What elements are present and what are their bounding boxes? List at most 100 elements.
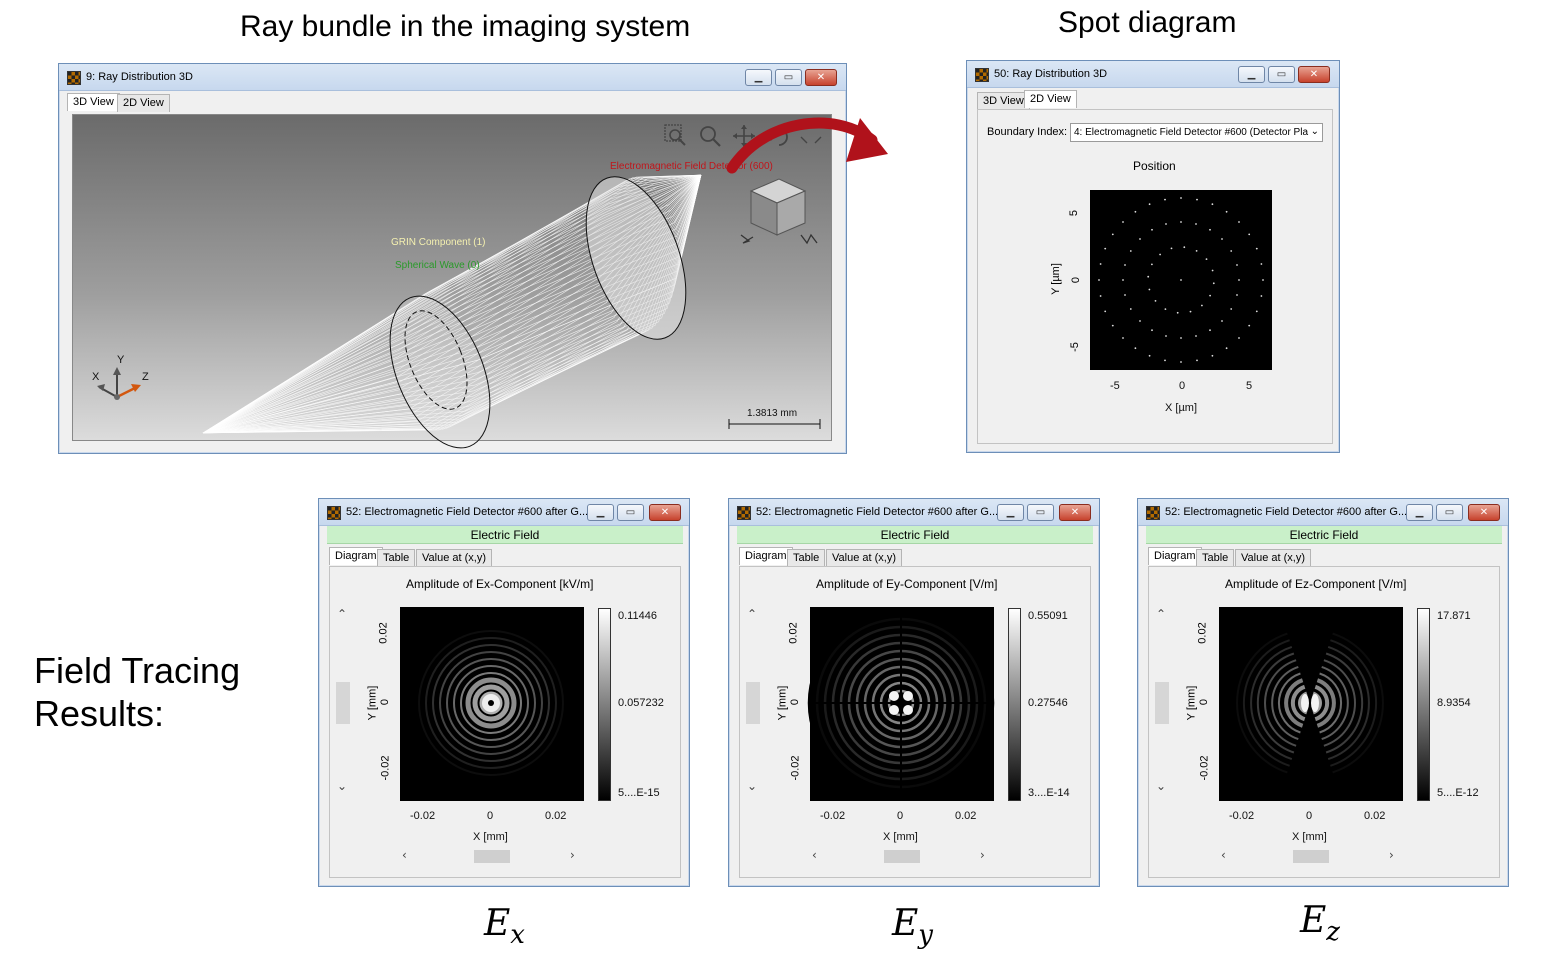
3d-viewport[interactable]: Electromagnetic Field Detector (600) GRI…	[72, 114, 832, 449]
title-bar[interactable]: 52: Electromagnetic Field Detector #600 …	[1138, 499, 1508, 526]
ray-line	[202, 174, 702, 434]
field-tracing-caption-line1: Field Tracing	[34, 650, 241, 691]
scroll-down-arrow[interactable]: ⌄	[337, 779, 348, 793]
spot-point	[1248, 324, 1251, 327]
spot-plot-title: Position	[1133, 159, 1176, 173]
title-bar[interactable]: 9: Ray Distribution 3D ▁ ▭ ✕	[59, 64, 846, 91]
spot-point	[1180, 197, 1182, 199]
minimize-button[interactable]: ▁	[1406, 504, 1433, 521]
maximize-button[interactable]: ▭	[775, 69, 802, 86]
ray-distribution-3d-window[interactable]: 9: Ray Distribution 3D ▁ ▭ ✕ 3D View 2D …	[58, 63, 847, 454]
tab-table[interactable]: Table	[377, 549, 416, 567]
field-detector-window-ez[interactable]: 52: Electromagnetic Field Detector #600 …	[1137, 498, 1509, 887]
maximize-button[interactable]: ▭	[1027, 504, 1054, 521]
close-button[interactable]: ✕	[805, 69, 837, 86]
close-button[interactable]: ✕	[1298, 66, 1330, 83]
spot-diagram-window[interactable]: 50: Ray Distribution 3D ▁ ▭ ✕ 3D View 2D…	[966, 60, 1340, 453]
spot-point	[1148, 288, 1151, 291]
tab-2d-view[interactable]: 2D View	[117, 94, 170, 112]
window-title: 52: Electromagnetic Field Detector #600 …	[1165, 506, 1408, 518]
spot-point	[1139, 238, 1141, 240]
title-bar[interactable]: 52: Electromagnetic Field Detector #600 …	[729, 499, 1099, 526]
tab-3d-view[interactable]: 3D View	[977, 92, 1030, 110]
spot-point	[1209, 294, 1211, 297]
scroll-right-arrow[interactable]: ›	[980, 848, 985, 862]
tab-diagram[interactable]: Diagram	[1148, 547, 1202, 565]
spot-point	[1180, 361, 1182, 363]
boundary-index-select[interactable]: 4: Electromagnetic Field Detector #600 (…	[1070, 123, 1323, 142]
airy-pattern-ez	[1229, 625, 1391, 781]
spot-point	[1134, 210, 1137, 213]
tab-value-at-xy[interactable]: Value at (x,y)	[416, 549, 492, 567]
minimize-button[interactable]: ▁	[587, 504, 614, 521]
close-button[interactable]: ✕	[649, 504, 681, 521]
colorbar-mid: 8.9354	[1437, 697, 1471, 709]
tab-value-at-xy[interactable]: Value at (x,y)	[1235, 549, 1311, 567]
scroll-down-arrow[interactable]: ⌄	[747, 779, 758, 793]
scroll-down-arrow[interactable]: ⌄	[1156, 779, 1167, 793]
axis-x-label: X	[92, 371, 100, 383]
airy-pattern-ex	[404, 616, 578, 790]
window-title: 50: Ray Distribution 3D	[994, 68, 1108, 80]
horizontal-scroll-thumb[interactable]	[884, 850, 920, 863]
field-plot-title: Amplitude of Ez-Component [V/m]	[1225, 577, 1407, 591]
ray-line	[202, 174, 702, 434]
xtick-neg: -0.02	[820, 810, 846, 822]
fit-view-icon[interactable]	[800, 136, 822, 144]
horizontal-scrollbar[interactable]: ‹ ›	[1221, 848, 1397, 864]
title-bar[interactable]: 50: Ray Distribution 3D ▁ ▭ ✕	[967, 61, 1339, 88]
spot-point	[1225, 210, 1228, 213]
scroll-right-arrow[interactable]: ›	[1389, 848, 1394, 862]
pan-icon[interactable]	[733, 125, 755, 147]
scroll-up-arrow[interactable]: ⌃	[747, 607, 758, 621]
horizontal-scroll-thumb[interactable]	[1293, 850, 1329, 863]
close-button[interactable]: ✕	[1468, 504, 1500, 521]
horizontal-scrollbar[interactable]: ‹ ›	[402, 848, 578, 864]
field-detector-window-ey[interactable]: 52: Electromagnetic Field Detector #600 …	[728, 498, 1100, 887]
tab-table[interactable]: Table	[1196, 549, 1235, 567]
spot-point	[1211, 354, 1214, 357]
maximize-button[interactable]: ▭	[1436, 504, 1463, 521]
vertical-scroll-thumb[interactable]	[336, 682, 350, 724]
scroll-left-arrow[interactable]: ‹	[402, 848, 407, 862]
vertical-scroll-thumb[interactable]	[746, 682, 760, 724]
title-bar[interactable]: 52: Electromagnetic Field Detector #600 …	[319, 499, 689, 526]
vertical-scroll-thumb[interactable]	[1155, 682, 1169, 724]
app-grid-icon	[327, 506, 341, 520]
zoom-region-icon[interactable]	[664, 124, 686, 146]
electric-field-band: Electric Field	[737, 526, 1093, 544]
tab-table[interactable]: Table	[787, 549, 826, 567]
horizontal-scrollbar[interactable]: ‹ ›	[812, 848, 988, 864]
minimize-button[interactable]: ▁	[997, 504, 1024, 521]
maximize-button[interactable]: ▭	[617, 504, 644, 521]
minimize-button[interactable]: ▁	[1238, 66, 1265, 83]
zoom-icon[interactable]	[700, 126, 721, 147]
ray-line	[202, 174, 702, 434]
scroll-left-arrow[interactable]: ‹	[1221, 848, 1226, 862]
spot-point	[1196, 359, 1198, 362]
tab-3d-view[interactable]: 3D View	[67, 93, 120, 111]
xtick-zero: 0	[897, 810, 904, 822]
tab-value-at-xy[interactable]: Value at (x,y)	[826, 549, 902, 567]
spot-point	[1180, 337, 1182, 339]
colorbar-max: 0.55091	[1028, 610, 1068, 622]
tab-2d-view[interactable]: 2D View	[1024, 90, 1077, 108]
field-detector-window-ex[interactable]: 52: Electromagnetic Field Detector #600 …	[318, 498, 690, 887]
scroll-left-arrow[interactable]: ‹	[812, 848, 817, 862]
maximize-button[interactable]: ▭	[1268, 66, 1295, 83]
spot-ylabel: Y [µm]	[1049, 263, 1062, 295]
tab-diagram[interactable]: Diagram	[739, 547, 793, 565]
close-button[interactable]: ✕	[1059, 504, 1091, 521]
tab-diagram[interactable]: Diagram	[329, 547, 383, 565]
spot-point	[1122, 279, 1124, 281]
xtick-neg: -0.02	[1229, 810, 1255, 822]
view-cube-icon[interactable]	[740, 178, 818, 245]
boundary-index-value: 4: Electromagnetic Field Detector #600 (…	[1074, 127, 1308, 138]
scroll-up-arrow[interactable]: ⌃	[1156, 607, 1167, 621]
ytick-zero: 0	[1198, 698, 1211, 706]
spherical-wave-aperture	[404, 310, 468, 410]
scroll-up-arrow[interactable]: ⌃	[337, 607, 348, 621]
minimize-button[interactable]: ▁	[745, 69, 772, 86]
scroll-right-arrow[interactable]: ›	[570, 848, 575, 862]
horizontal-scroll-thumb[interactable]	[474, 850, 510, 863]
